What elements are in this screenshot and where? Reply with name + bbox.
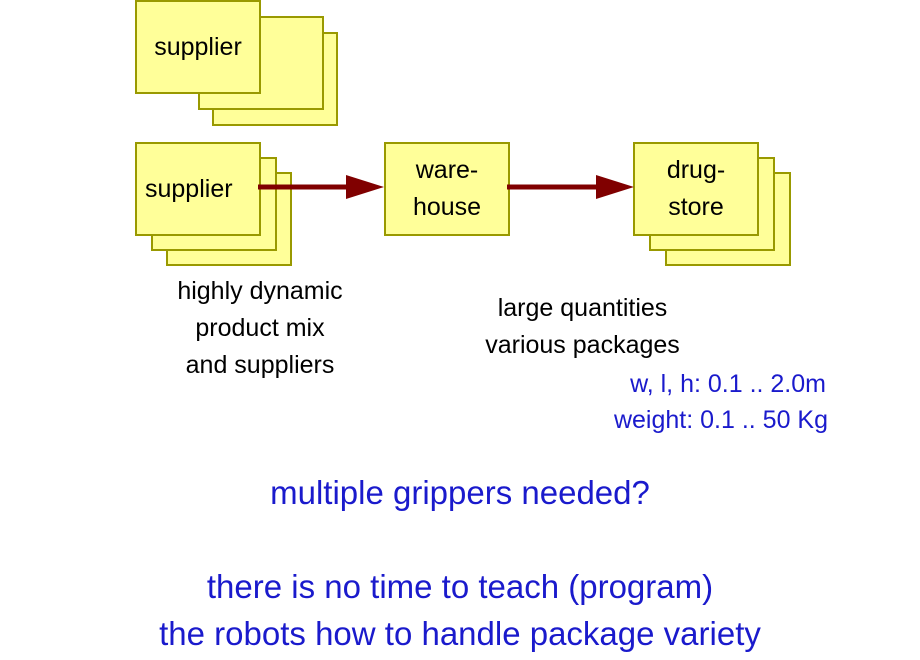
supplier-mid-label: supplier xyxy=(145,174,233,203)
warehouse-note-line-1: large quantities xyxy=(497,294,668,322)
gripper-question: multiple grippers needed? xyxy=(270,474,650,511)
drugstore-label: drug- store xyxy=(666,156,726,221)
warehouse-label: ware- house xyxy=(412,156,482,221)
warehouse-note: large quantities various packages xyxy=(450,290,715,364)
dimension-spec: w, l, h: 0.1 .. 2.0m xyxy=(630,370,826,398)
arrow-supplier-to-warehouse xyxy=(258,175,384,199)
conclusion-line-2: the robots how to handle package variety xyxy=(159,615,761,652)
warehouse-note-line-2: various packages xyxy=(485,331,680,359)
supplier-note: highly dynamic product mix and suppliers xyxy=(150,273,370,384)
drugstore-box: drug- store xyxy=(633,142,759,236)
conclusion-line-1: there is no time to teach (program) xyxy=(206,568,714,605)
supplier-top-label: supplier xyxy=(154,32,242,61)
supplier-box-mid: supplier xyxy=(135,142,261,236)
supplier-note-line-2: product mix xyxy=(195,314,325,342)
weight-spec: weight: 0.1 .. 50 Kg xyxy=(613,406,828,434)
warehouse-box: ware- house xyxy=(384,142,510,236)
supplier-box-top: supplier xyxy=(135,0,261,94)
supplier-note-line-3: and suppliers xyxy=(185,351,335,379)
supplier-note-line-1: highly dynamic xyxy=(177,277,343,305)
arrow-warehouse-to-drugstore xyxy=(507,175,634,199)
